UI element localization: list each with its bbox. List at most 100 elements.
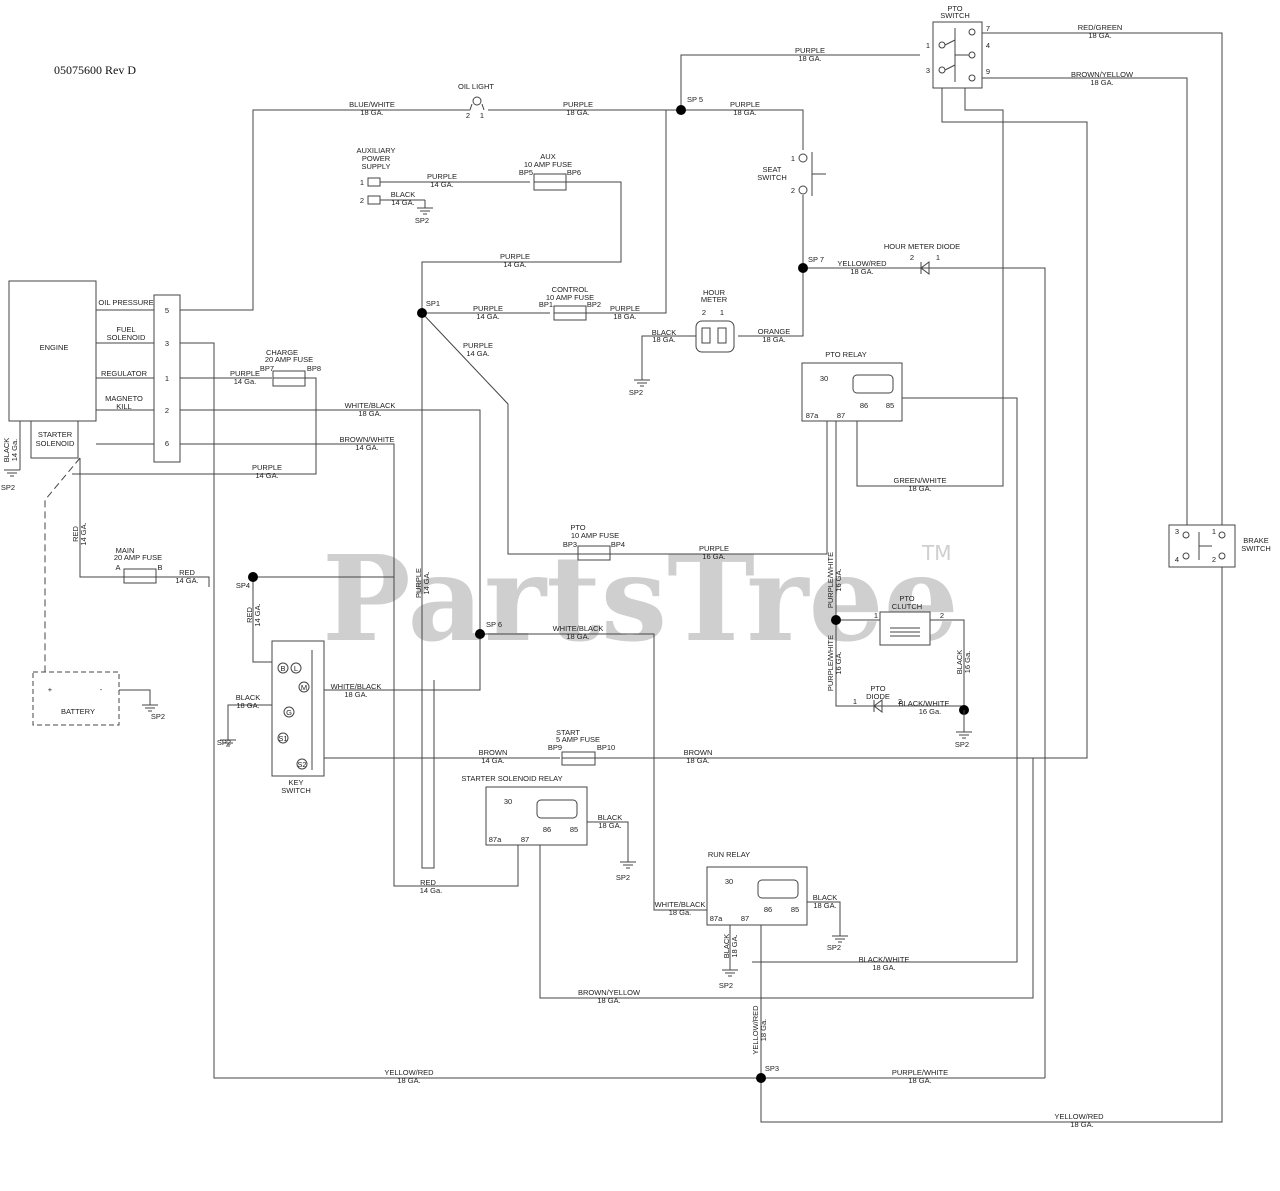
label-wires-red_14-1: 14 GA. — [175, 576, 198, 585]
label-wires-purple_14-0: PURPLE — [473, 304, 503, 313]
pto-diode-label-1: PTO — [870, 684, 885, 693]
seat-pin-1: 1 — [791, 154, 795, 163]
hour-meter-diode: HOUR METER DIODE 2 1 — [884, 242, 960, 275]
sp5-label: SP 5 — [687, 95, 703, 104]
brake-pin-4: 4 — [1175, 555, 1179, 564]
label-wires-purple_white_16-0: PURPLE/WHITE — [826, 552, 835, 608]
pto-pin-7: 7 — [986, 24, 990, 33]
pto-clutch: PTO CLUTCH 1 2 — [874, 594, 944, 646]
run-relay: RUN RELAY 30 87a 87 86 85 SP2 SP2 — [706, 850, 848, 990]
label-wires-black_white_18-1: 18 GA. — [872, 963, 895, 972]
sp7-label: SP 7 — [808, 255, 824, 264]
ssr-label: STARTER SOLENOID RELAY — [461, 774, 562, 783]
charge-fuse-label-2: 20 AMP FUSE — [265, 355, 313, 364]
splice-sp7 — [798, 263, 808, 273]
label-wires-purple_14b-1: 14 Ga. — [234, 377, 257, 386]
label-wires-purple_14-1: 14 GA. — [476, 312, 499, 321]
label-wires-black_18-1: 18 GA. — [730, 934, 739, 957]
main-fuse-label-1: MAIN — [116, 546, 135, 555]
oil-light-pin-2: 2 — [466, 111, 470, 120]
oil-light: OIL LIGHT 2 1 — [458, 82, 494, 120]
label-wires-purple_18-0: PURPLE — [610, 304, 640, 313]
pto-switch-label-1: PTO — [947, 4, 962, 13]
splice-labels: SP 5 SP1 SP 7 SP4 SP 6 SP3 — [236, 95, 824, 1073]
label-wires-black_14-0: BLACK — [2, 438, 11, 463]
battery-pos: + — [48, 685, 53, 694]
hour-meter-label-1: HOUR — [703, 288, 726, 297]
label-wires-yellow_red-0: YELLOW/RED — [384, 1068, 434, 1077]
key-pin-s2: S2 — [297, 760, 306, 769]
label-wires-red_14-0: RED — [71, 526, 80, 542]
control-fuse-label-2: 10 AMP FUSE — [546, 293, 594, 302]
starter-solenoid-box — [30, 420, 79, 459]
battery-neg: - — [100, 685, 103, 694]
label-wires-black_white_18-0: BLACK/WHITE — [859, 955, 910, 964]
label-wires-purple_16-0: PURPLE — [699, 544, 729, 553]
key-switch-label-2: SWITCH — [281, 786, 311, 795]
control-fuse-bp2: BP2 — [587, 300, 601, 309]
splice-pto-clutch — [831, 615, 841, 625]
aux-pin-2: 2 — [360, 196, 364, 205]
aux-ground-label: SP2 — [415, 216, 429, 225]
pto-pin-9: 9 — [986, 67, 990, 76]
label-wires-black_18-0: BLACK — [652, 328, 677, 337]
label-wires-purple_16-1: 16 GA. — [702, 552, 725, 561]
regulator-label: REGULATOR — [101, 369, 148, 378]
ssr-87: 87 — [521, 835, 529, 844]
brake-pin-3: 3 — [1175, 527, 1179, 536]
pto-clutch-pin-2: 2 — [940, 611, 944, 620]
ssr-86: 86 — [543, 825, 551, 834]
label-wires-purple_18-0: PURPLE — [563, 100, 593, 109]
key-ground: SP2 — [217, 738, 231, 747]
label-wires-white_black_18-0: WHITE/BLACK — [553, 624, 604, 633]
label-wires-black_18-0: BLACK — [236, 693, 261, 702]
pto-diode-pin-2: 2 — [898, 697, 902, 706]
aux-power-label-3: SUPPLY — [361, 162, 390, 171]
label-wires-purple_14-1: 14 GA. — [255, 471, 278, 480]
aux-fuse-label-1: AUX — [540, 152, 555, 161]
ssr-ground: SP2 — [616, 873, 630, 882]
label-wires-black_18-0: BLACK — [813, 893, 838, 902]
label-wires-black_18-1: 18 GA. — [236, 701, 259, 710]
hm-diode-label: HOUR METER DIODE — [884, 242, 960, 251]
run-relay-87: 87 — [741, 914, 749, 923]
hour-meter-label-2: METER — [701, 295, 728, 304]
label-wires-brown_18-1: 18 GA. — [686, 756, 709, 765]
brake-pin-1: 1 — [1212, 527, 1216, 536]
pto-pin-3: 3 — [926, 66, 930, 75]
wires — [19, 32, 1223, 1123]
ssr-30: 30 — [504, 797, 512, 806]
pto-relay-86: 86 — [860, 401, 868, 410]
pto-relay: PTO RELAY 30 87a 87 86 85 — [801, 350, 903, 422]
engine-ground: SP2 — [1, 483, 15, 492]
key-switch-label-1: KEY — [288, 778, 303, 787]
label-wires-red_14-1: 14 GA. — [79, 522, 88, 545]
label-wires-brown_yellow-1: 18 GA. — [597, 996, 620, 1005]
engine-block: ENGINE STARTER SOLENOID 5 3 1 2 6 OIL PR… — [8, 280, 181, 463]
label-wires-yellow_red-1: 18 GA. — [1070, 1120, 1093, 1129]
label-wires-blue_white-0: BLUE/WHITE — [349, 100, 395, 109]
pto-diode-label-2: DIODE — [866, 692, 890, 701]
key-switch: B L M G S1 S2 KEY SWITCH SP2 — [217, 640, 325, 795]
start-fuse-label-1: START — [556, 728, 580, 737]
label-wires-purple_14-0: PURPLE — [427, 172, 457, 181]
label-wires-black_18-0: BLACK — [598, 813, 623, 822]
starter-solenoid-relay: STARTER SOLENOID RELAY 30 87a 87 86 85 S… — [461, 774, 636, 882]
label-wires-black_18-0: BLACK — [722, 934, 731, 959]
aux-fuse-bp6: BP6 — [567, 168, 581, 177]
splice-sp3 — [756, 1073, 766, 1083]
label-wires-purple_white_18-1: 18 GA. — [908, 1076, 931, 1085]
run-relay-30: 30 — [725, 877, 733, 886]
label-wires-purple_18-1: 18 GA. — [566, 108, 589, 117]
engine-pin-6: 6 — [165, 439, 169, 448]
pto-diode-ground: SP2 — [955, 740, 969, 749]
battery-ground: SP2 — [151, 712, 165, 721]
engine-pin-1: 1 — [165, 374, 169, 383]
label-wires-green_white-1: 18 GA. — [908, 484, 931, 493]
pto-relay-30: 30 — [820, 374, 828, 383]
part-number: 05075600 Rev D — [54, 63, 136, 77]
key-pin-g: G — [286, 708, 292, 717]
pto-clutch-label-1: PTO — [899, 594, 914, 603]
battery: + - BATTERY SP2 SP2 — [1, 469, 165, 726]
charge-fuse-label-1: CHARGE — [266, 348, 298, 357]
